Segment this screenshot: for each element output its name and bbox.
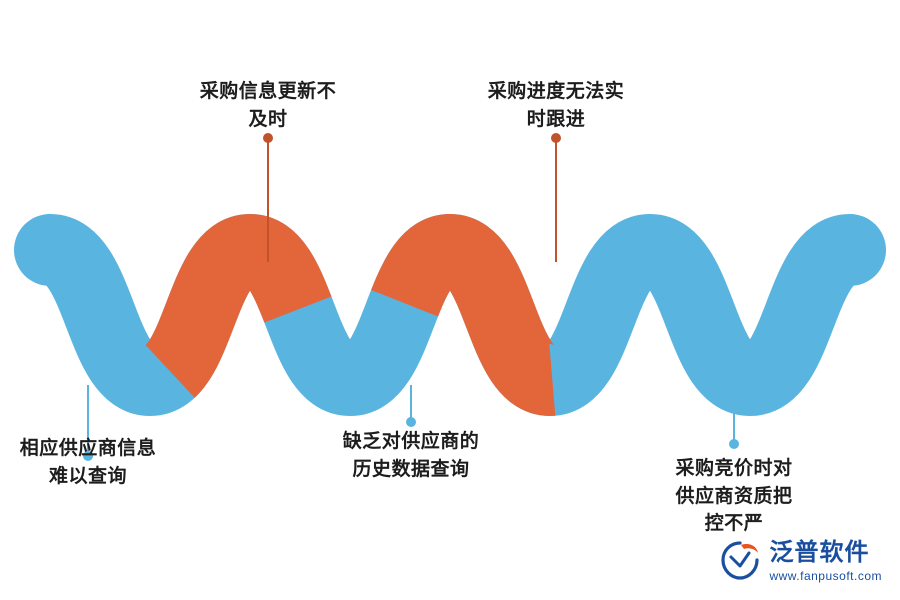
logo-icon: [719, 540, 761, 582]
callout-supplier-history: 缺乏对供应商的 历史数据查询: [342, 431, 480, 480]
logo-url: www.fanpusoft.com: [769, 568, 882, 583]
callout-bidding-qualification: 采购竞价时对 供应商资质把 控不严: [675, 458, 793, 535]
logo-text: 泛普软件 www.fanpusoft.com: [769, 538, 882, 583]
logo: 泛普软件 www.fanpusoft.com: [719, 540, 882, 582]
callout-purchase-progress: 采购进度无法实 时跟进: [487, 81, 625, 130]
callout-supplier-info-query: 相应供应商信息 难以查询: [19, 438, 157, 487]
callout-purchase-info-update: 采购信息更新不 及时: [199, 81, 337, 130]
logo-name: 泛普软件: [769, 538, 870, 566]
leader-lines: [83, 133, 739, 461]
